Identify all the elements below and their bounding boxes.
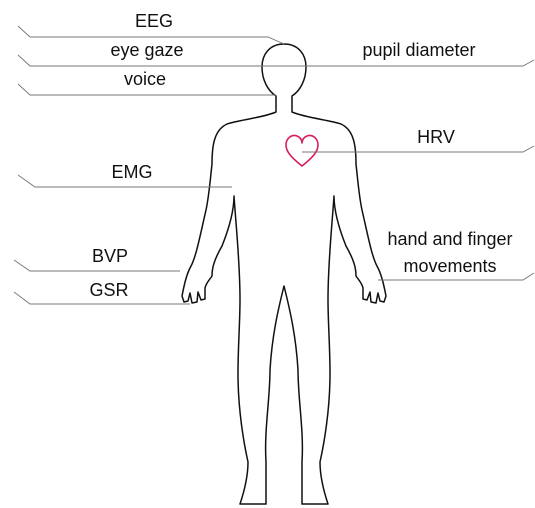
emg-label: EMG (111, 162, 152, 182)
pupil-diameter-leader-line (280, 60, 534, 66)
hand-movements-label-line2: movements (403, 256, 496, 276)
pupil-diameter-label: pupil diameter (362, 40, 475, 60)
eeg-label: EEG (135, 11, 173, 31)
voice-label: voice (124, 69, 166, 89)
eye-gaze-label: eye gaze (110, 40, 183, 60)
human-body-outline (182, 44, 386, 504)
hrv-label: HRV (417, 127, 455, 147)
hand-movements-label-line1: hand and finger (387, 229, 512, 249)
bvp-label: BVP (92, 246, 128, 266)
heart-icon (286, 135, 318, 166)
gsr-label: GSR (89, 280, 128, 300)
